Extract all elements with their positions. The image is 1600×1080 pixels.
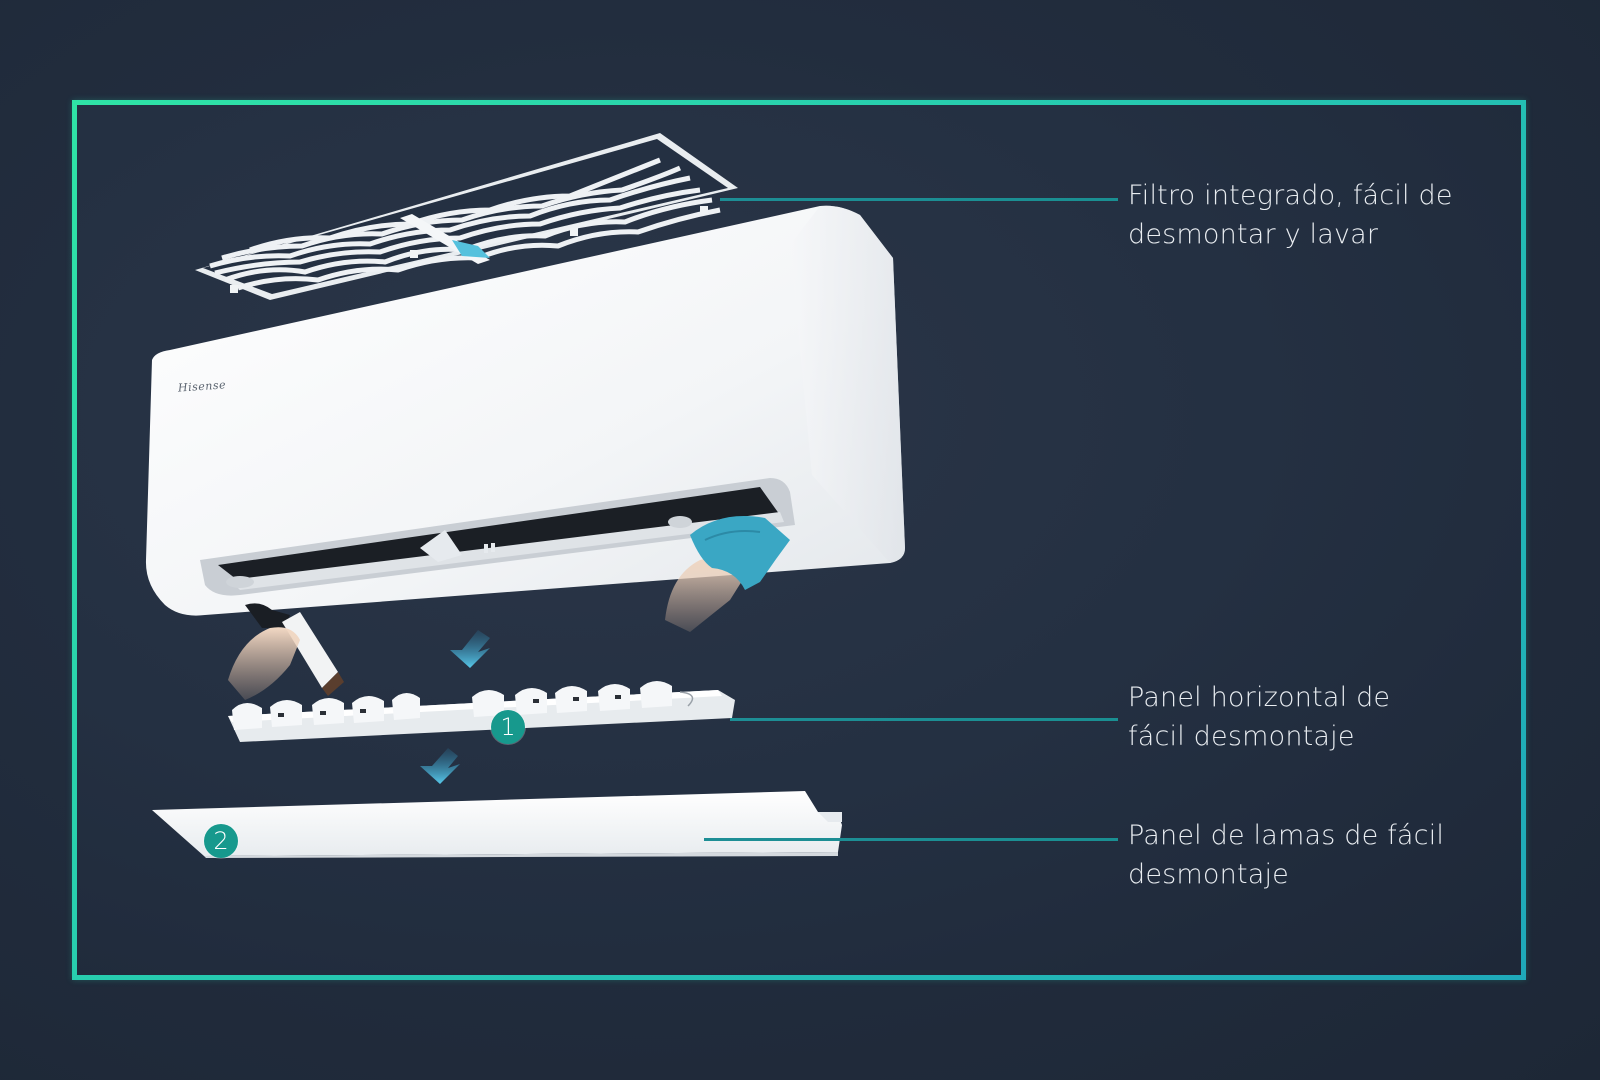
step-badge-1: 1 bbox=[491, 710, 525, 744]
callout-horizontal-panel: Panel horizontal de fácil desmontaje bbox=[1128, 678, 1390, 756]
callout-filter-line2: desmontar y lavar bbox=[1128, 219, 1379, 250]
leader-line-filter bbox=[720, 198, 1118, 201]
callout-filter: Filtro integrado, fácil de desmontar y l… bbox=[1128, 176, 1453, 254]
leader-line-horizontal-panel bbox=[730, 718, 1118, 721]
step-badge-2: 2 bbox=[204, 824, 238, 858]
callout-louver-panel-line2: desmontaje bbox=[1128, 859, 1289, 890]
leader-line-louver-panel bbox=[704, 838, 1118, 841]
callout-horizontal-panel-line1: Panel horizontal de bbox=[1128, 682, 1391, 713]
feature-frame bbox=[72, 100, 1526, 980]
callout-louver-panel: Panel de lamas de fácil desmontaje bbox=[1128, 816, 1444, 894]
callout-horizontal-panel-line2: fácil desmontaje bbox=[1128, 721, 1355, 752]
callout-filter-line1: Filtro integrado, fácil de bbox=[1128, 180, 1453, 211]
callout-louver-panel-line1: Panel de lamas de fácil bbox=[1128, 820, 1445, 851]
